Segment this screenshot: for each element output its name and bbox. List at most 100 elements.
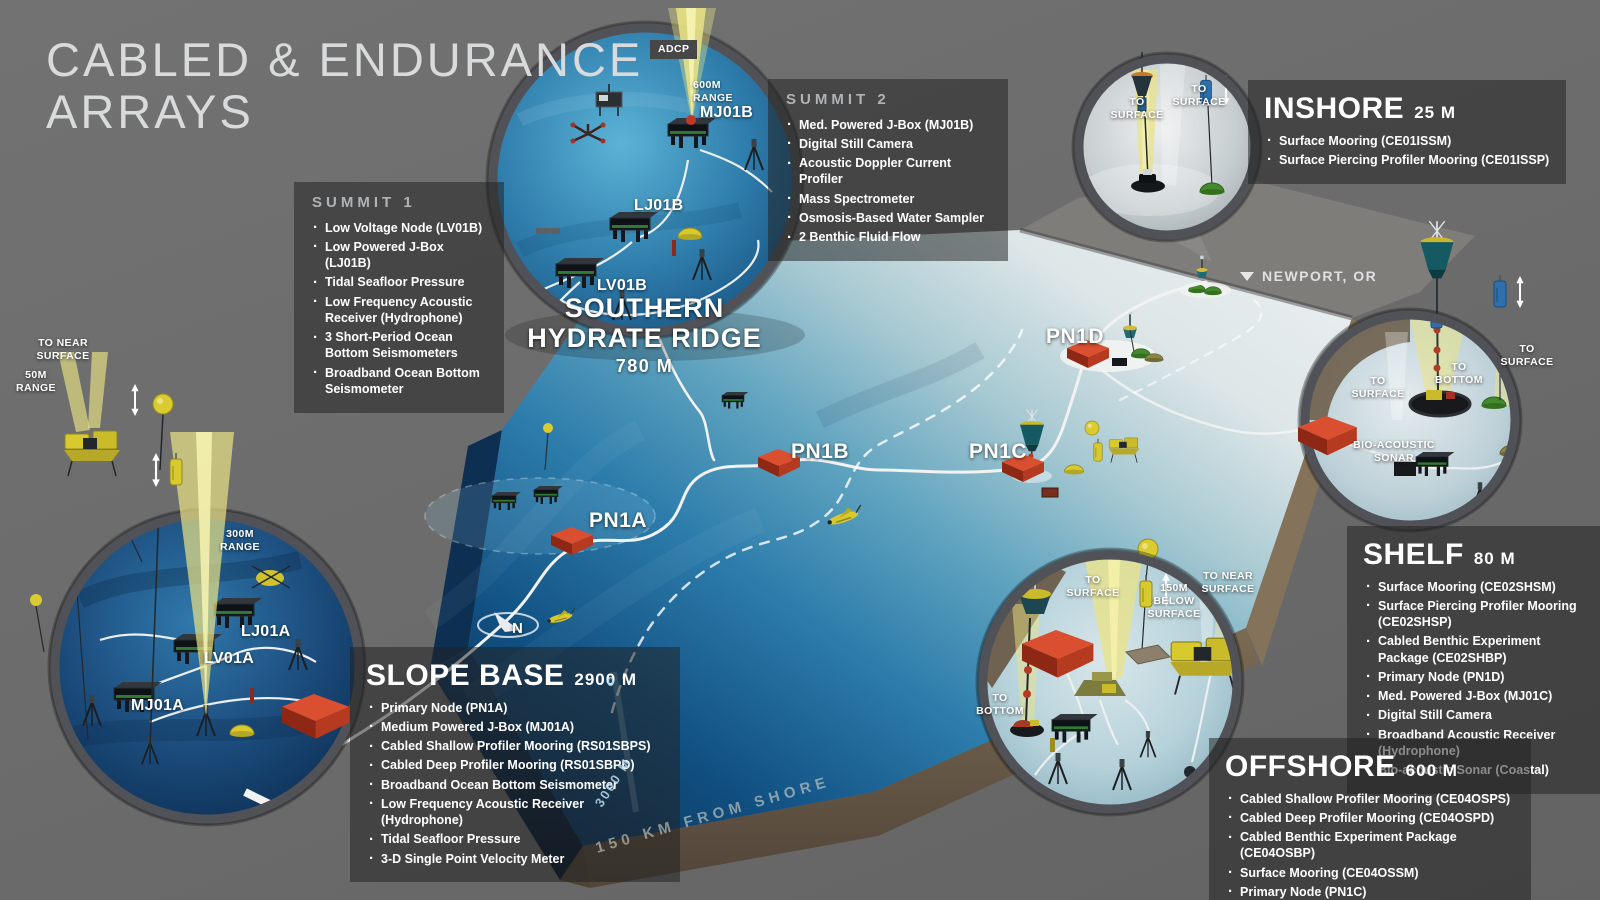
adcp-label: ADCP: [650, 40, 698, 60]
range-300m-label: 300M RANGE: [220, 528, 260, 554]
shelf-to-surface-right-label: TO SURFACE: [1500, 343, 1554, 369]
offshore-mooring: [1010, 572, 1051, 737]
updown-arrow-icon: [1515, 274, 1525, 310]
instrument-item: Primary Node (PN1C): [1225, 882, 1517, 900]
panel-summit-1: SUMMIT 1 Low Voltage Node (LV01B) Low Po…: [294, 182, 504, 413]
instrument-item: Surface Piercing Profiler Mooring (CE02S…: [1363, 596, 1586, 632]
coast-track-dashed: [1118, 294, 1263, 402]
to-near-surface-label: TO NEAR SURFACE: [36, 337, 90, 363]
shelf-depth: 80 M: [1473, 549, 1516, 568]
instrument-item: Broadband Ocean Bottom Seismometer: [366, 775, 666, 795]
shelf-title: SHELF: [1363, 538, 1464, 571]
instrument-item: Surface Mooring (CE02SHSM): [1363, 577, 1586, 597]
instrument-item: Broadband Ocean Bottom Seismometer: [310, 363, 490, 399]
offshore-depth: 600 M: [1405, 761, 1458, 780]
instrument-item: Low Powered J-Box (LJ01B): [310, 237, 490, 273]
instrument-item: Cabled Benthic Experiment Package (CE02S…: [1363, 632, 1586, 668]
mj01a-label: MJ01A: [131, 697, 185, 714]
instrument-item: Low Frequency Acoustic Receiver (Hydroph…: [310, 292, 490, 328]
shallow-profiler-platform: [30, 352, 140, 653]
offshore-to-near-surface-label: TO NEAR SURFACE: [1201, 570, 1255, 596]
summit2-header: SUMMIT 2: [786, 91, 890, 108]
newport-label: NEWPORT, OR: [1240, 268, 1377, 284]
instrument-item: Surface Piercing Profiler Mooring (CE01I…: [1264, 150, 1552, 170]
instrument-item: Low Frequency Acoustic Receiver (Hydroph…: [366, 794, 666, 830]
newport-text: NEWPORT, OR: [1262, 268, 1378, 284]
compass-north-arrow-icon: [494, 612, 520, 632]
slope-base-instrument-list: Primary Node (PN1A) Medium Powered J-Box…: [366, 698, 666, 869]
instrument-item: Primary Node (PN1D): [1363, 667, 1586, 687]
slope-base-depth: 2900 M: [574, 670, 638, 689]
instrument-item: Surface Mooring (CE01ISSM): [1264, 131, 1552, 151]
terrain-block: [423, 176, 1475, 888]
inshore-to-surface-left-label: TO SURFACE: [1110, 96, 1164, 122]
page-title: CABLED & ENDURANCE ARRAYS: [46, 34, 643, 137]
instrument-item: 3-D Single Point Velocity Meter: [366, 849, 666, 869]
adcp-beam: [668, 8, 716, 125]
instrument-item: Acoustic Doppler Current Profiler: [784, 154, 994, 190]
hydrate-branch-cable: [654, 328, 716, 462]
shelf-branch-cable: [1088, 358, 1312, 435]
summit2-instrument-list: Med. Powered J-Box (MJ01B) Digital Still…: [784, 115, 994, 247]
summit1-header: SUMMIT 1: [312, 194, 416, 211]
pn1b-label: PN1B: [791, 440, 850, 463]
instrument-item: Tidal Seafloor Pressure: [310, 273, 490, 293]
lv01b-label: LV01B: [597, 277, 648, 294]
bio-acoustic-sonar-label: BIO-ACOUSTIC SONAR: [1353, 439, 1435, 465]
instrument-item: 3 Short-Period Ocean Bottom Seismometers: [310, 328, 490, 364]
offshore-below-surface-label: 150M BELOW SURFACE: [1147, 582, 1201, 621]
shelf-to-bottom-label: TO BOTTOM: [1435, 361, 1483, 387]
callout-inshore-detail: [1071, 51, 1263, 262]
instrument-item: Cabled Shallow Profiler Mooring (RS01SBP…: [366, 737, 666, 757]
docked-auv: [251, 565, 291, 589]
updown-arrow-icon: [151, 451, 161, 489]
hydrate-ridge-site-label: SOUTHERN HYDRATE RIDGE 780 M: [492, 293, 797, 377]
instrument-item: Low Voltage Node (LV01B): [310, 218, 490, 238]
instrument-item: Cabled Deep Profiler Mooring (RS01SBPD): [366, 756, 666, 776]
shallow-profiler-beam: [170, 432, 234, 716]
shelf-profiler: [1493, 274, 1507, 308]
pn1a-label: PN1A: [589, 509, 648, 532]
title-line-1: CABLED & ENDURANCE: [46, 33, 644, 86]
pn1d-label: PN1D: [1046, 325, 1105, 348]
instrument-item: Tidal Seafloor Pressure: [366, 830, 666, 850]
hydrate-name-line2: HYDRATE RIDGE: [527, 323, 762, 354]
lj01a-label: LJ01A: [241, 623, 291, 640]
offshore-title: OFFSHORE: [1225, 750, 1396, 783]
benthic-experiment-package: [1074, 672, 1126, 696]
offshore-to-surface-label: TO SURFACE: [1066, 574, 1120, 600]
instrument-item: Cabled Shallow Profiler Mooring (CE04OSP…: [1225, 789, 1517, 809]
instrument-item: Med. Powered J-Box (MJ01C): [1363, 687, 1586, 707]
seafloor-surface: [468, 230, 1352, 846]
instrument-item: Cabled Deep Profiler Mooring (CE04OSPD): [1225, 808, 1517, 828]
callout-slope-base-detail: [30, 352, 367, 827]
callout-shelf-detail: [1297, 220, 1525, 533]
slope-base-site-pad: [424, 477, 656, 555]
offshore-instrument-list: Cabled Shallow Profiler Mooring (CE04OSP…: [1225, 789, 1517, 900]
lj01b-label: LJ01B: [634, 197, 684, 214]
instrument-item: Med. Powered J-Box (MJ01B): [784, 115, 994, 135]
thick-backbone-cable: [243, 788, 359, 819]
compass-n-label: N: [512, 620, 523, 637]
range-50m-label: 50M RANGE: [16, 369, 56, 395]
jbox-cables: [99, 633, 317, 724]
offshore-to-bottom-label: TO BOTTOM: [976, 692, 1024, 718]
lv01a-label: LV01A: [204, 650, 255, 667]
subsurface-float: [152, 393, 174, 415]
slope-base-title: SLOPE BASE: [366, 659, 565, 692]
instrument-item: Digital Still Camera: [1363, 706, 1586, 726]
instrument-item: Osmosis-Based Water Sampler: [784, 208, 994, 228]
instrument-item: Surface Mooring (CE04OSSM): [1225, 863, 1517, 883]
instrument-item: Medium Powered J-Box (MJ01A): [366, 717, 666, 737]
instrument-item: 2 Benthic Fluid Flow: [784, 228, 994, 248]
newport-marker-icon: [1240, 271, 1254, 281]
summit1-instrument-list: Low Voltage Node (LV01B) Low Powered J-B…: [310, 218, 490, 399]
inshore-instrument-list: Surface Mooring (CE01ISSM) Surface Pierc…: [1264, 131, 1552, 170]
hydrate-name-line1: SOUTHERN: [564, 293, 725, 323]
instrument-item: Primary Node (PN1A): [366, 698, 666, 718]
base-front: [583, 628, 1258, 888]
glider-track-dashed: [610, 328, 1024, 714]
adcp-range-label: 600M RANGE: [693, 79, 733, 105]
